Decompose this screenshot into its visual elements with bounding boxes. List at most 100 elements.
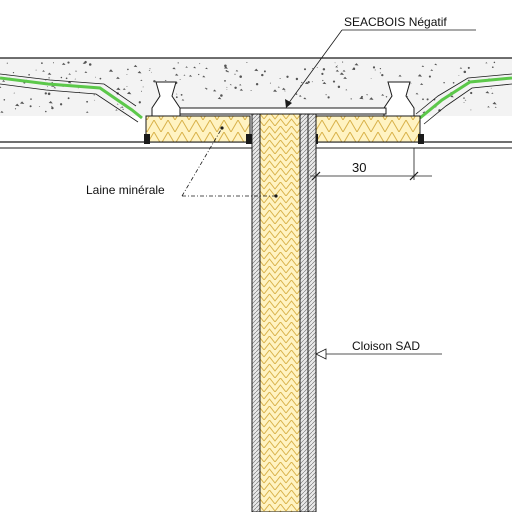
aggregate-speck [407, 96, 408, 98]
aggregate-speck [61, 62, 66, 66]
aggregate-speck [493, 61, 496, 64]
aggregate-speck [12, 71, 15, 74]
aggregate-speck [93, 99, 96, 101]
aggregate-speck [172, 67, 176, 70]
laine-label: Laine minérale [86, 183, 165, 197]
aggregate-speck [48, 100, 53, 104]
aggregate-speck [467, 66, 470, 69]
aggregate-speck [67, 61, 70, 64]
aggregate-speck [239, 88, 244, 91]
aggregate-speck [426, 98, 429, 101]
aggregate-speck [116, 103, 119, 105]
aggregate-speck [47, 86, 48, 88]
aggregate-speck [82, 62, 86, 64]
aggregate-speck [307, 81, 310, 84]
aggregate-speck [53, 86, 57, 89]
aggregate-speck [183, 74, 186, 76]
aggregate-speck [335, 65, 339, 68]
aggregate-speck [234, 73, 236, 75]
aggregate-speck [492, 101, 497, 105]
aggregate-speck [434, 63, 438, 66]
aggregate-speck [366, 93, 369, 96]
aggregate-speck [86, 100, 89, 103]
aggregate-speck [322, 79, 324, 82]
aggregate-speck [122, 88, 126, 90]
aggregate-speck [140, 79, 143, 81]
aggregate-speck [343, 76, 347, 80]
left-green-trim [0, 73, 143, 123]
aggregate-speck [38, 106, 41, 107]
aggregate-speck [116, 76, 120, 80]
aggregate-speck [385, 96, 388, 98]
aggregate-speck [45, 79, 47, 81]
aggregate-speck [220, 94, 223, 97]
plenum-insulation-left [145, 115, 251, 143]
aggregate-speck [48, 77, 50, 79]
aggregate-speck [374, 69, 376, 71]
aggregate-speck [359, 96, 364, 100]
aggregate-speck [212, 89, 217, 92]
aggregate-speck [88, 63, 92, 66]
aggregate-speck [127, 68, 129, 71]
aggregate-speck [122, 108, 124, 110]
aggregate-speck [223, 66, 228, 69]
partition-wall [251, 113, 317, 512]
aggregate-speck [279, 77, 281, 80]
leader-seacbois: SEACBOIS Négatif [285, 15, 476, 108]
aggregate-speck [229, 83, 232, 86]
aggregate-speck [325, 94, 327, 96]
aggregate-speck [487, 105, 490, 108]
aggregate-speck [430, 69, 434, 71]
aggregate-speck [452, 81, 455, 84]
aggregate-speck [239, 84, 242, 86]
cloison-label: Cloison SAD [352, 339, 420, 353]
aggregate-speck [485, 62, 488, 64]
aggregate-speck [141, 90, 142, 92]
aggregate-speck [137, 71, 142, 74]
aggregate-speck [14, 108, 17, 110]
aggregate-speck [142, 86, 144, 88]
aggregate-speck [77, 87, 79, 89]
aggregate-speck [85, 111, 89, 113]
aggregate-speck [188, 74, 193, 77]
aggregate-speck [369, 97, 374, 100]
dimension-30: 30 [310, 148, 432, 181]
aggregate-speck [334, 62, 336, 64]
aggregate-speck [19, 101, 25, 104]
aggregate-speck [185, 66, 188, 68]
aggregate-speck [217, 97, 222, 100]
aggregate-speck [224, 64, 227, 68]
aggregate-speck [458, 75, 460, 76]
aggregate-speck [284, 90, 286, 92]
aggregate-speck [350, 98, 352, 100]
aggregate-speck [52, 62, 55, 64]
aggregate-speck [381, 73, 384, 77]
aggregate-speck [0, 86, 2, 88]
aggregate-speck [304, 81, 309, 85]
aggregate-speck [303, 97, 307, 100]
aggregate-speck [133, 64, 138, 68]
aggregate-speck [175, 96, 178, 99]
aggregate-speck [379, 72, 381, 74]
right-green-trim [415, 73, 512, 125]
aggregate-speck [327, 96, 330, 99]
aggregate-speck [322, 81, 327, 85]
aggregate-speck [74, 70, 78, 72]
aggregate-speck [410, 82, 412, 84]
aggregate-speck [202, 75, 206, 78]
aggregate-speck [115, 109, 118, 111]
aggregate-speck [463, 102, 465, 103]
aggregate-speck [322, 68, 326, 71]
aggregate-speck [450, 95, 454, 98]
aggregate-speck [311, 81, 314, 83]
aggregate-speck [193, 66, 197, 69]
aggregate-speck [120, 106, 124, 108]
aggregate-speck [345, 89, 348, 91]
aggregate-speck [119, 107, 122, 109]
aggregate-speck [443, 81, 445, 84]
aggregate-speck [470, 91, 473, 95]
aggregate-speck [47, 92, 51, 96]
aggregate-speck [225, 69, 228, 72]
aggregate-speck [41, 62, 43, 64]
